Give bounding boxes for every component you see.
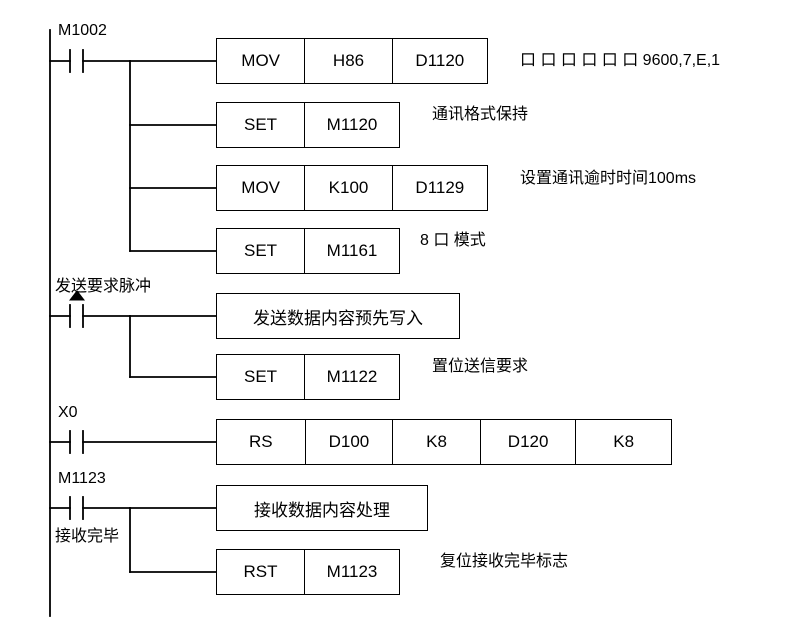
contact-label-recv-done: 接收完毕 <box>55 528 120 545</box>
comment-set-send-request: 置位送信要求 <box>432 358 529 375</box>
instr-send-data[interactable]: 发送数据内容预先写入 <box>216 293 460 339</box>
instr-mov-h86[interactable]: MOV H86 D1120 <box>216 38 488 84</box>
instr-recv-data[interactable]: 接收数据内容处理 <box>216 485 428 531</box>
rising-edge-arrow-icon <box>68 290 86 301</box>
instr-mnemonic: SET <box>243 241 278 260</box>
instr-mnemonic: MOV <box>241 178 281 197</box>
instr-rs[interactable]: RS D100 K8 D120 K8 <box>216 419 672 465</box>
instr-operand-3: D120 <box>479 420 576 464</box>
instr-operand-2: D1129 <box>391 166 487 210</box>
instr-set-m1161[interactable]: SET M1161 <box>216 228 400 274</box>
instr-operand-1: M1120 <box>304 103 399 147</box>
instr-operand-1: H86 <box>304 39 391 83</box>
instr-operand-1: K100 <box>304 166 391 210</box>
instr-operand-2: D1120 <box>391 39 487 83</box>
instr-text: 发送数据内容预先写入 <box>253 308 423 328</box>
instr-mnemonic: MOV <box>241 51 281 70</box>
instr-set-m1120[interactable]: SET M1120 <box>216 102 400 148</box>
contact-label-send-pulse: 发送要求脉冲 <box>55 278 152 295</box>
instr-set-m1122[interactable]: SET M1122 <box>216 354 400 400</box>
contact-label-m1002: M1002 <box>58 22 107 39</box>
contact-label-x0: X0 <box>58 404 78 421</box>
instr-mnemonic: RS <box>248 432 273 451</box>
comment-8bit-mode: 8 口 模式 <box>420 232 486 249</box>
comment-reset-recv-flag: 复位接收完毕标志 <box>440 553 569 570</box>
instr-operand-1: D100 <box>304 420 393 464</box>
instr-operand-1: M1122 <box>304 355 399 399</box>
instr-operand-1: M1161 <box>304 229 399 273</box>
instr-operand-1: M1123 <box>304 550 399 594</box>
instr-mnemonic: SET <box>243 115 278 134</box>
instr-text: 接收数据内容处理 <box>254 500 390 520</box>
comment-format-hold: 通讯格式保持 <box>432 106 529 123</box>
instr-operand-4: K8 <box>575 420 671 464</box>
contact-label-m1123: M1123 <box>58 470 106 487</box>
instr-mov-k100[interactable]: MOV K100 D1129 <box>216 165 488 211</box>
instr-rst-m1123[interactable]: RST M1123 <box>216 549 400 595</box>
instr-operand-2: K8 <box>392 420 480 464</box>
comment-timeout: 设置通讯逾时时间100ms <box>520 170 697 187</box>
instr-mnemonic: SET <box>243 367 278 386</box>
instr-mnemonic: RST <box>243 562 278 581</box>
comment-serial-format: 口 口 口 口 口 口 9600,7,E,1 <box>520 52 721 69</box>
